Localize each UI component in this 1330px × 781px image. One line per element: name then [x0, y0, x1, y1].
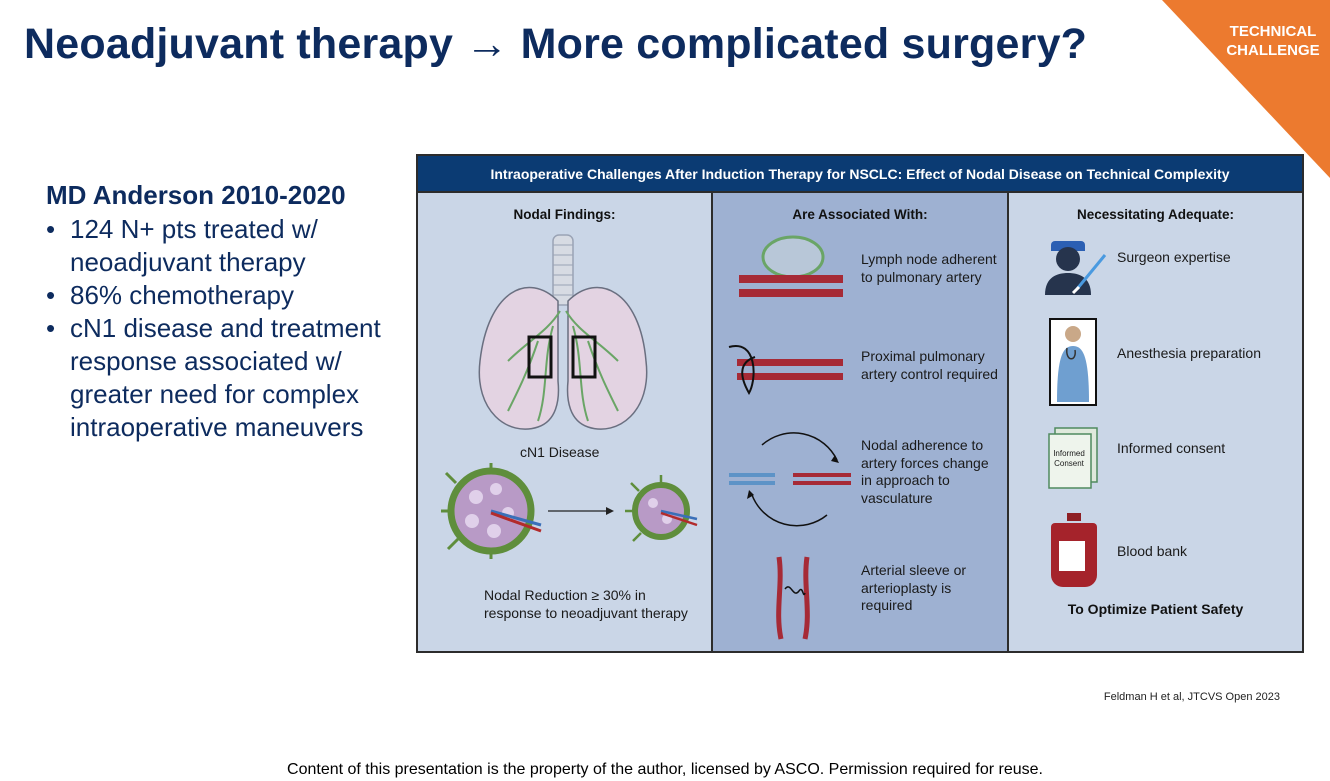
necessitating-item-2: Anesthesia preparation: [1117, 345, 1261, 361]
bullet-dot-icon: •: [46, 214, 56, 244]
large-lymph-node-icon: [441, 463, 542, 559]
bullet-item: • cN1 disease and treatment response asso…: [46, 312, 416, 444]
nodal-reduction-label: Nodal Reduction ≥ 30% in response to neo…: [484, 587, 688, 621]
consent-card-label: Informed Consent: [1053, 449, 1085, 468]
associated-item-1: Lymph node adherent to pulmonary artery: [861, 251, 997, 285]
associated-item-4: Arterial sleeve or arterioplasty is requ…: [861, 562, 967, 613]
associated-item-3: Nodal adherence to artery forces change …: [861, 437, 989, 506]
node-on-artery-icon: [739, 235, 843, 297]
necessitating-item-3: Informed consent: [1117, 440, 1226, 456]
graphical-abstract-figure: Intraoperative Challenges After Inductio…: [416, 154, 1304, 653]
bullet-text: 124 N+ pts treated w/ neoadjuvant therap…: [70, 214, 318, 277]
necessitating-heading: Necessitating Adequate:: [1076, 207, 1235, 222]
citation: Feldman H et al, JTCVS Open 2023: [1103, 691, 1280, 703]
slide-title: Neoadjuvant therapy → More complicated s…: [24, 20, 1088, 68]
study-summary: MD Anderson 2010-2020 • 124 N+ pts treate…: [46, 180, 416, 444]
corner-triangle-shape: [1162, 0, 1330, 178]
artery-clamp-icon: [728, 344, 843, 396]
arterial-sleeve-icon: [776, 556, 810, 640]
blood-bag-icon: [1051, 513, 1097, 587]
bullet-text: cN1 disease and treatment response assoc…: [70, 313, 381, 442]
bullet-item: • 86% chemotherapy: [46, 279, 416, 312]
nodal-findings-column: Nodal Findings: cN1 Disease: [418, 193, 713, 651]
bullet-text: 86% chemotherapy: [70, 280, 295, 310]
necessitating-item-1: Surgeon expertise: [1117, 249, 1231, 265]
nodal-findings-heading: Nodal Findings:: [513, 207, 616, 222]
associated-with-column: Are Associated With: Lymph node adherent…: [713, 193, 1009, 651]
cn1-disease-label: cN1 Disease: [520, 444, 600, 460]
optimize-safety-label: To Optimize Patient Safety: [1067, 601, 1244, 617]
corner-tag-label: TECHNICAL CHALLENGE: [1226, 23, 1320, 59]
reduction-arrow-icon: [548, 507, 614, 515]
bullet-list: • 124 N+ pts treated w/ neoadjuvant thera…: [46, 213, 416, 444]
associated-item-2: Proximal pulmonary artery control requir…: [861, 348, 998, 382]
necessitating-item-4: Blood bank: [1117, 543, 1188, 559]
bullet-dot-icon: •: [46, 313, 56, 343]
technical-challenge-tag: TECHNICAL CHALLENGE: [1162, 0, 1330, 178]
lungs-trachea-icon: [478, 234, 648, 430]
study-heading: MD Anderson 2010-2020: [46, 180, 346, 210]
small-lymph-node-icon: [625, 475, 698, 542]
bullet-item: • 124 N+ pts treated w/ neoadjuvant thera…: [46, 213, 416, 279]
anesthesiologist-icon: [1049, 318, 1097, 406]
informed-consent-document-icon: [1048, 427, 1098, 489]
necessitating-column: Necessitating Adequate: Surgeon expertis…: [1009, 193, 1302, 651]
bullet-dot-icon: •: [46, 280, 56, 310]
associated-with-heading: Are Associated With:: [792, 207, 928, 222]
copyright-footer: Content of this presentation is the prop…: [287, 761, 1043, 778]
figure-header: Intraoperative Challenges After Inductio…: [418, 156, 1302, 193]
surgeon-icon: [1045, 241, 1107, 295]
vascular-approach-icon: [729, 432, 851, 527]
